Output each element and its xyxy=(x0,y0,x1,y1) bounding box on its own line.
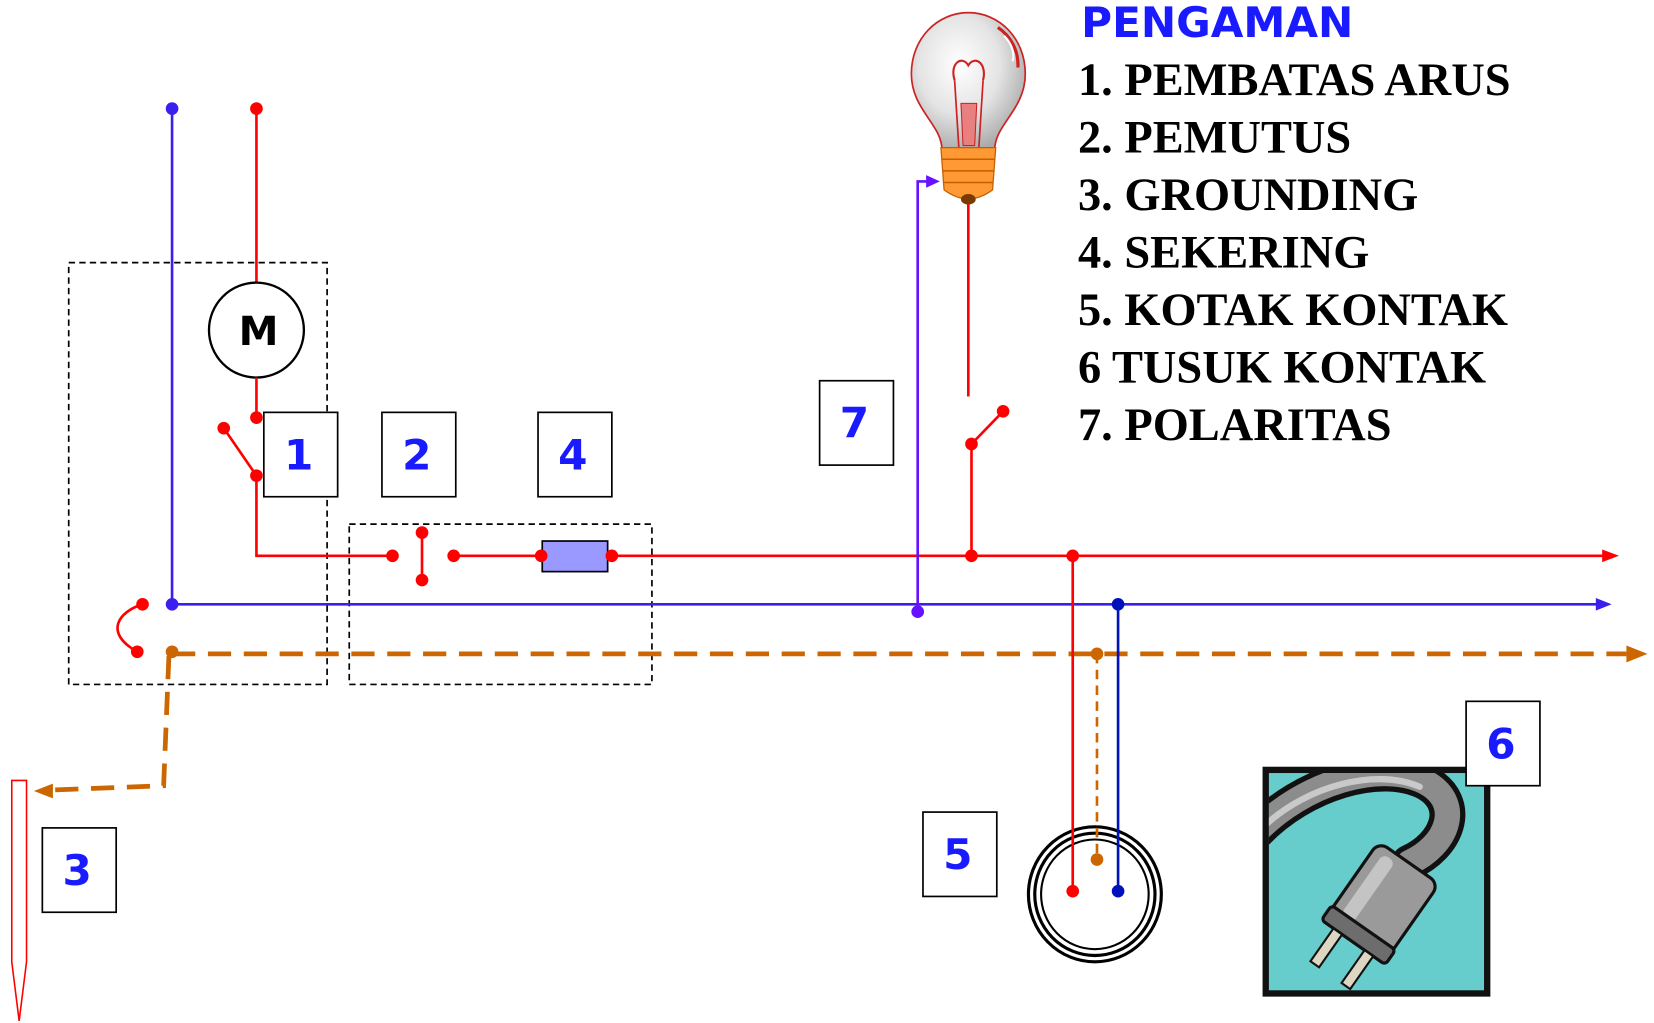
tag-box xyxy=(537,411,613,498)
neutral-arrow-head xyxy=(1595,597,1612,611)
tag-number: 4 xyxy=(558,430,587,479)
ground-wiring xyxy=(10,645,1648,1021)
fuse xyxy=(534,540,619,573)
legend-item: 1. PEMBATAS ARUS xyxy=(1078,55,1511,106)
tag-tusuk-kontak: 6 xyxy=(1465,700,1541,787)
plug-illustration xyxy=(1262,766,1491,997)
socket-ground-junction-dot xyxy=(1090,647,1104,661)
tag-kotak-kontak: 5 xyxy=(922,811,998,898)
neutral-junction-dot xyxy=(165,597,179,611)
tag-box xyxy=(1465,700,1541,787)
plug-prong xyxy=(1340,948,1375,991)
socket-outlet xyxy=(1026,825,1163,964)
circuit-breaker xyxy=(386,526,460,587)
limiter-lever xyxy=(222,427,258,477)
bulb-glass xyxy=(910,11,1027,151)
bulb-highlight xyxy=(1003,35,1015,62)
tag-polaritas: 7 xyxy=(818,379,895,466)
light-bulb xyxy=(910,11,1027,205)
bulb-filament xyxy=(952,59,985,81)
socket-ground-pin-dot xyxy=(1090,853,1104,866)
lamp-neutral-arrow-head xyxy=(926,175,940,188)
lamp-phase-junction-dot xyxy=(965,549,978,563)
breaker-contact-dot xyxy=(415,573,429,587)
tag-box xyxy=(818,379,895,466)
tag-pembatas-arus: 1 xyxy=(262,411,339,498)
tag-box xyxy=(381,411,457,498)
socket-circuit xyxy=(1026,549,1163,964)
bridge-terminal-dot xyxy=(136,597,149,611)
bridge-terminal-dot xyxy=(130,645,144,659)
phase-wiring: M xyxy=(116,102,1620,659)
tag-number: 1 xyxy=(284,430,313,479)
lamp-neutral-wire xyxy=(916,180,929,612)
bulb-base-threads xyxy=(941,158,995,184)
bulb-highlight xyxy=(996,26,1020,68)
neutral-terminal-dot xyxy=(165,102,179,115)
socket-phase-junction-dot xyxy=(1066,549,1080,563)
socket-middle-ring xyxy=(1033,831,1157,958)
plug-prong xyxy=(1308,926,1344,969)
ground-down-wire xyxy=(52,655,172,793)
lamp-circuit xyxy=(910,11,1027,619)
plug-cord-highlight xyxy=(1268,775,1423,827)
tag-grounding: 3 xyxy=(41,827,118,914)
current-limiter-switch xyxy=(217,411,263,482)
breaker-contact-dot xyxy=(415,526,429,539)
tag-number: 3 xyxy=(62,846,91,895)
legend-item: 3. GROUNDING xyxy=(1078,170,1418,221)
neutral-wiring xyxy=(165,102,1612,611)
plug-head xyxy=(1308,844,1437,991)
legend-item: 6 TUSUK KONTAK xyxy=(1078,342,1486,393)
bulb-base xyxy=(940,147,997,200)
tag-box xyxy=(262,411,339,498)
plug-collar xyxy=(1321,905,1396,965)
socket-inner-ring xyxy=(1040,838,1150,951)
kwh-motor: M xyxy=(207,281,306,379)
tag-sekering: 4 xyxy=(537,411,613,498)
ground-arrow-head xyxy=(1626,645,1648,663)
bulb-contact xyxy=(960,194,976,205)
legend: PENGAMAN 1. PEMBATAS ARUS 2. PEMUTUS 3. … xyxy=(1078,0,1511,451)
lamp-switch-lever xyxy=(970,410,1005,445)
neutral-ground-bridge xyxy=(116,603,143,653)
tag-number: 5 xyxy=(943,830,972,879)
breaker-contact-dot xyxy=(447,549,460,563)
socket-phase-pin-dot xyxy=(1066,884,1080,898)
plug-body-highlight xyxy=(1343,856,1393,921)
tag-box xyxy=(41,827,118,914)
socket-outer-ring xyxy=(1026,825,1163,964)
legend-item: 7. POLARITAS xyxy=(1078,400,1392,451)
legend-title: PENGAMAN xyxy=(1081,0,1353,47)
motor-label: M xyxy=(239,309,279,355)
bulb-filament-support xyxy=(953,80,984,148)
ground-rod-arrow-head xyxy=(33,783,53,799)
breaker-contact-dot xyxy=(386,549,399,563)
plug-drawing xyxy=(1268,773,1466,991)
tag-box xyxy=(922,811,998,898)
legend-item: 2. PEMUTUS xyxy=(1078,112,1351,163)
socket-neutral-junction-dot xyxy=(1111,597,1125,611)
phase-wire xyxy=(255,475,393,558)
legend-item: 5. KOTAK KONTAK xyxy=(1078,285,1508,336)
bulb-stem xyxy=(960,102,978,147)
limiter-contact-dot xyxy=(250,411,263,424)
ground-junction-dot xyxy=(165,645,179,659)
tag-number: 7 xyxy=(840,399,869,448)
legend-item: 4. SEKERING xyxy=(1078,227,1369,278)
tag-number: 2 xyxy=(402,430,431,479)
tag-number: 6 xyxy=(1486,719,1515,768)
fuse-terminal-dot xyxy=(534,549,548,563)
ground-rod xyxy=(10,779,28,1021)
lamp-switch xyxy=(965,404,1010,451)
phase-terminal-dot xyxy=(250,102,263,115)
tag-pemutus: 2 xyxy=(381,411,457,498)
phase-arrow-head xyxy=(1602,549,1620,563)
socket-neutral-pin-dot xyxy=(1111,884,1125,898)
fuse-body xyxy=(541,540,609,573)
lamp-neutral-junction-dot xyxy=(911,605,925,619)
